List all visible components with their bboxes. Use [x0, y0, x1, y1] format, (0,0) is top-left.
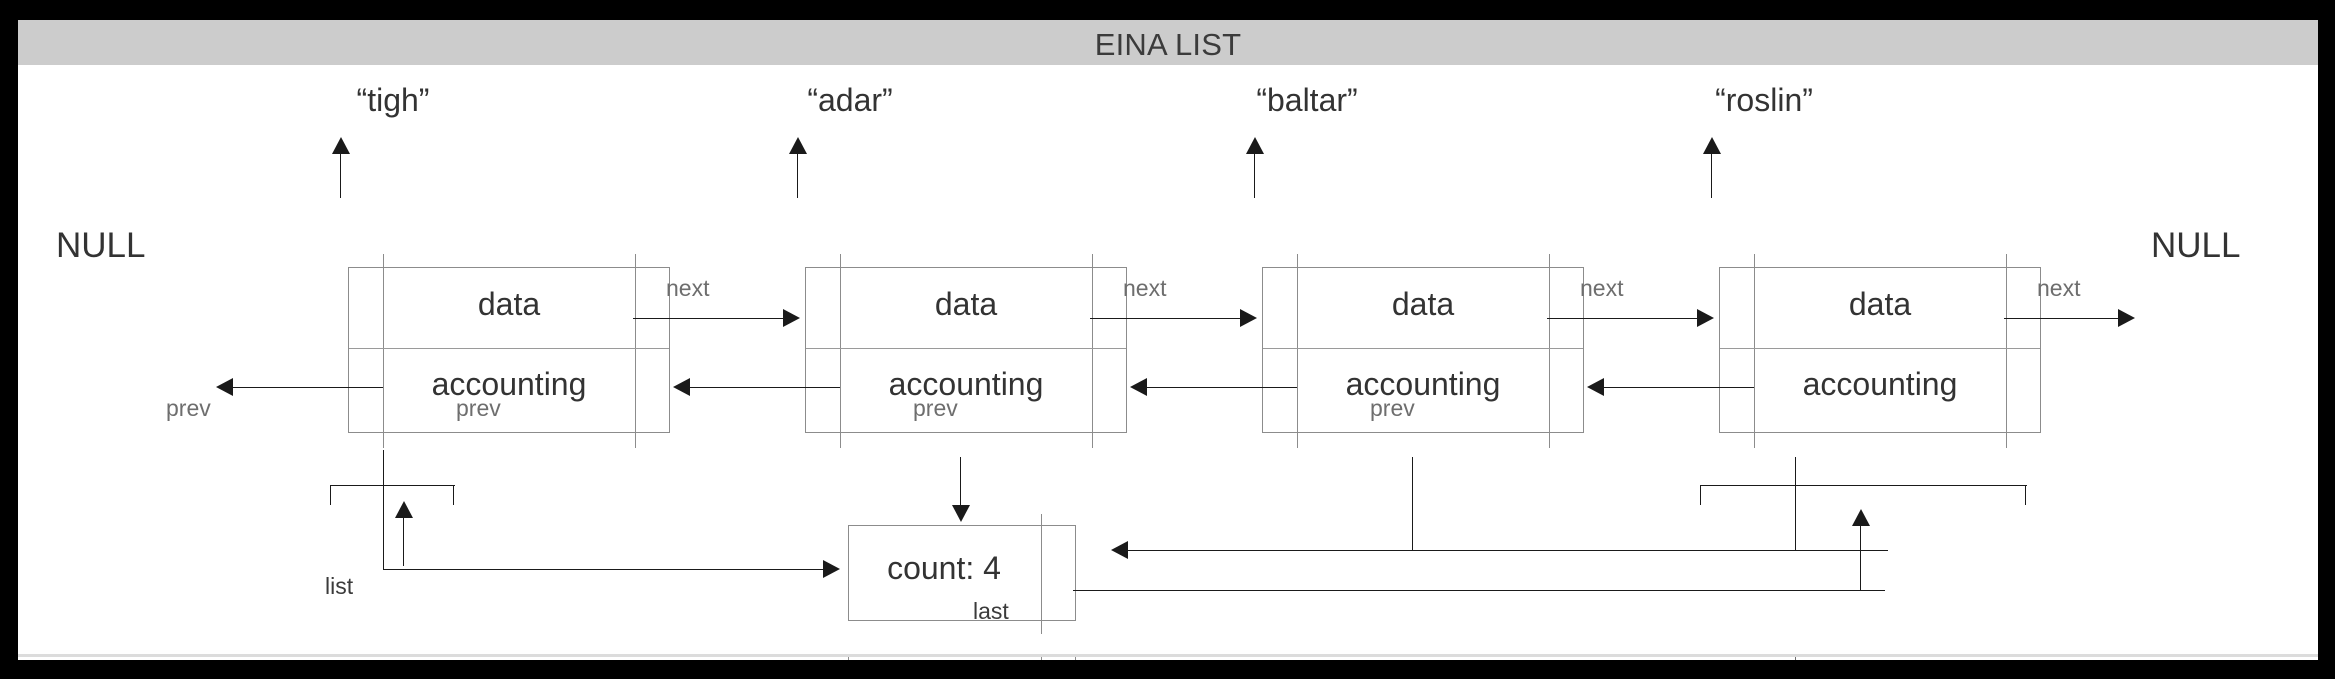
prev-line-2: [690, 387, 840, 388]
list-head-pointer-down: [383, 450, 384, 570]
page-title: EINA LIST: [1094, 27, 1242, 62]
count-box-divider: [1041, 514, 1042, 634]
list-label: list: [325, 573, 354, 599]
node-row-divider: [349, 348, 669, 349]
node-string-label-4: “roslin”: [1715, 82, 1813, 118]
next-label-3: next: [1580, 275, 1624, 301]
last-pointer-arrow: [1852, 509, 1870, 526]
node4-last-line: [1795, 457, 1796, 551]
data-pointer-arrow-1: [332, 137, 350, 154]
list-node-1: data accounting: [348, 254, 670, 448]
node-row-divider: [1720, 348, 2040, 349]
next-line-1: [633, 318, 783, 319]
next-line-2: [1090, 318, 1240, 319]
data-pointer-line-3: [1254, 150, 1255, 198]
prev-arrow-4: [1587, 378, 1604, 396]
node-accounting-label: accounting: [431, 366, 587, 402]
next-label-2: next: [1123, 275, 1167, 301]
next-arrow-1: [783, 309, 800, 327]
node-cell-divider-left: [840, 254, 841, 448]
list-node-2: data accounting: [805, 254, 1127, 448]
data-pointer-arrow-3: [1246, 137, 1264, 154]
data-pointer-line-1: [340, 150, 341, 198]
node-string-label-2: “adar”: [807, 82, 893, 118]
prev-line-4: [1604, 387, 1754, 388]
node-data-label: data: [477, 286, 541, 322]
next-label-4: next: [2037, 275, 2081, 301]
null-label-left: NULL: [56, 226, 146, 265]
node-accounting-label: accounting: [888, 366, 1044, 402]
next-arrow-2: [1240, 309, 1257, 327]
list-header-count-box: count: 4: [848, 514, 1076, 634]
next-arrow-3: [1697, 309, 1714, 327]
data-pointer-arrow-2: [789, 137, 807, 154]
node-cell-divider-right: [2006, 254, 2007, 448]
node-cell-divider-right: [635, 254, 636, 448]
node-cell-divider-left: [1754, 254, 1755, 448]
next-label-1: next: [666, 275, 710, 301]
last-pointer-line: [1073, 590, 1885, 591]
last-bracket-right-tick: [2025, 485, 2026, 505]
prev-label-1: prev: [166, 395, 211, 421]
list-arrow-head: [395, 501, 413, 518]
last-label: last: [973, 598, 1009, 624]
list-node-3: data accounting: [1262, 254, 1584, 448]
ghost-count-box-divider: [1041, 657, 1042, 660]
node-string-label-1: “tigh”: [356, 82, 430, 118]
prev-line-1: [233, 387, 383, 388]
node-cell-divider-right: [1092, 254, 1093, 448]
last-pointer-stem: [1860, 522, 1861, 591]
next-line-3: [1547, 318, 1697, 319]
list-bracket-horizontal: [330, 485, 455, 486]
last-incoming-line: [1128, 550, 1888, 551]
list-arrow-stem: [403, 514, 404, 566]
data-pointer-line-2: [797, 150, 798, 198]
next-line-4: [2004, 318, 2124, 319]
last-bracket-left-tick: [1700, 485, 1701, 505]
node-cell-divider-left: [383, 254, 384, 448]
list-node-4: data accounting: [1719, 254, 2041, 448]
node-data-label: data: [1391, 286, 1455, 322]
title-bar: [18, 20, 2318, 65]
data-pointer-arrow-4: [1703, 137, 1721, 154]
list-bracket-right-tick: [453, 485, 454, 505]
ghost-node4-line: [1795, 657, 1796, 660]
node-accounting-label: accounting: [1345, 366, 1501, 402]
prev-label-4: prev: [1370, 395, 1415, 421]
node-accounting-label: accounting: [1802, 366, 1958, 402]
prev-line-3: [1147, 387, 1297, 388]
null-label-right: NULL: [2151, 226, 2241, 265]
ghost-count-box: count: 4: [848, 657, 1076, 660]
list-head-pointer-arrow: [823, 560, 840, 578]
prev-arrow-1: [216, 378, 233, 396]
prev-label-2: prev: [456, 395, 501, 421]
prev-label-3: prev: [913, 395, 958, 421]
last-incoming-arrow: [1111, 541, 1128, 559]
node-string-label-3: “baltar”: [1256, 82, 1358, 118]
last-bracket-horizontal: [1700, 485, 2027, 486]
node-data-label: data: [934, 286, 998, 322]
prev-arrow-3: [1130, 378, 1147, 396]
node3-count-line: [1412, 457, 1413, 551]
next-section-preview: list count: 4: [18, 657, 2318, 660]
next-arrow-4: [2118, 309, 2135, 327]
prev-arrow-2: [673, 378, 690, 396]
node2-count-line: [960, 457, 961, 505]
list-bracket-left-tick: [330, 485, 331, 505]
section-separator: [18, 654, 2318, 657]
node-cell-divider-left: [1297, 254, 1298, 448]
ghost-list-label: list: [325, 659, 353, 660]
data-pointer-line-4: [1711, 150, 1712, 198]
node-row-divider: [1263, 348, 1583, 349]
node-data-label: data: [1848, 286, 1912, 322]
node-row-divider: [806, 348, 1126, 349]
list-head-pointer-right: [383, 569, 823, 570]
node-cell-divider-right: [1549, 254, 1550, 448]
diagram-page: EINA LIST “tigh” “adar” “baltar” “roslin…: [18, 20, 2318, 660]
count-label: count: 4: [887, 550, 1001, 586]
node2-count-arrow: [952, 505, 970, 522]
